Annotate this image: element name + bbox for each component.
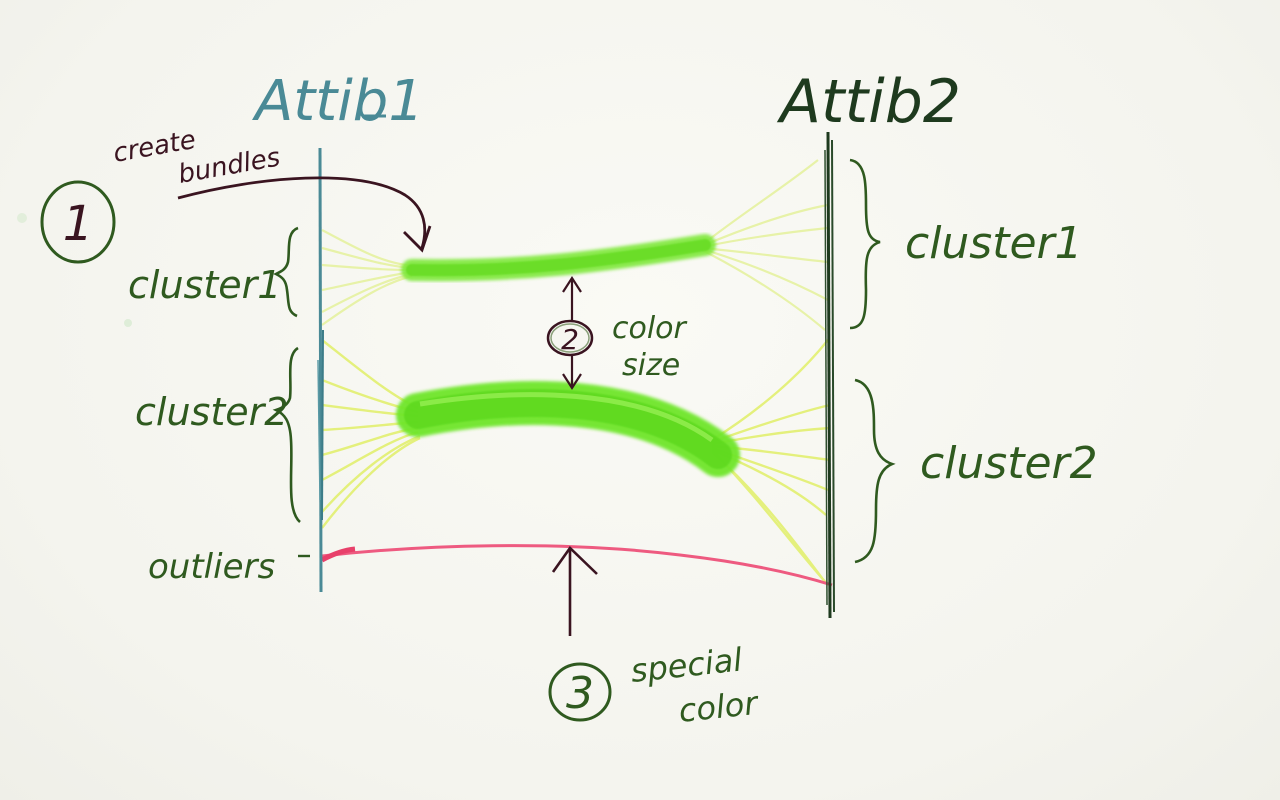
left-label-cluster1: cluster1 xyxy=(128,263,281,307)
left-axis-title: Attib1 xyxy=(252,69,424,134)
step2-text-size: size xyxy=(622,348,680,383)
annotation-step1: 1 create bundles xyxy=(40,125,432,264)
left-brace-cluster1 xyxy=(273,226,299,318)
left-label-cluster2: cluster2 xyxy=(135,390,288,434)
smudge xyxy=(124,319,132,327)
step3-number: 3 xyxy=(566,668,594,719)
annotation-step2: 2 color size xyxy=(546,275,688,391)
left-axis xyxy=(317,147,324,593)
step1-arrow xyxy=(177,176,427,249)
step3-text-special: special xyxy=(629,640,744,689)
cluster1-fibers-right xyxy=(701,159,829,331)
right-brace-cluster2 xyxy=(854,378,896,564)
left-label-outliers: outliers xyxy=(148,547,275,587)
step1-circle xyxy=(40,180,116,264)
step1-number: 1 xyxy=(63,196,94,252)
step2-text-color: color xyxy=(612,311,688,346)
cluster1-fibers-left xyxy=(321,229,413,326)
right-axis-title: Attib2 xyxy=(776,67,961,137)
step3-arrowhead xyxy=(551,546,598,575)
step2-circle xyxy=(546,319,594,357)
bundle-cluster1 xyxy=(401,234,716,282)
step3-circle xyxy=(548,662,612,722)
outlier-line-start xyxy=(320,546,356,563)
cluster2-fibers-left xyxy=(321,339,421,529)
step2-number: 2 xyxy=(561,323,579,356)
right-label-cluster1: cluster1 xyxy=(905,218,1083,269)
right-label-cluster2: cluster2 xyxy=(920,438,1098,489)
step3-text-color: color xyxy=(677,684,761,730)
right-axis xyxy=(824,131,835,619)
outlier-line xyxy=(321,544,833,587)
step1-arrowhead xyxy=(403,225,432,253)
left-brace-cluster2 xyxy=(272,346,301,523)
bundle-cluster2 xyxy=(396,381,740,477)
right-brace-cluster1 xyxy=(849,158,881,330)
annotation-step3: 3 special color xyxy=(548,546,761,730)
smudge xyxy=(17,213,27,223)
